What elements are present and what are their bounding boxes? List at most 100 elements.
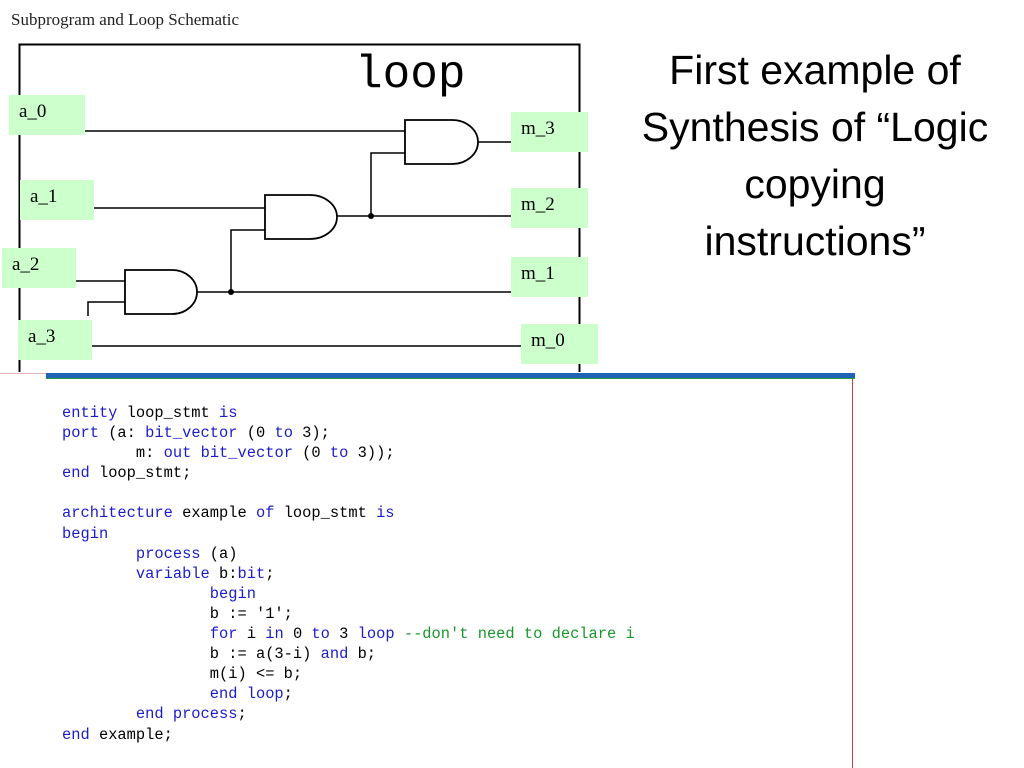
code-keyword: of — [255, 504, 275, 523]
code-text — [62, 625, 210, 643]
code-text: 3); — [292, 424, 330, 443]
code-text: loop_stmt — [274, 504, 377, 523]
code-text: 3 — [329, 625, 358, 644]
code-line: begin — [62, 585, 256, 603]
code-keyword: end — [62, 725, 90, 744]
code-text: example — [172, 504, 256, 523]
code-panel-accent-bar — [46, 373, 855, 379]
code-keyword: in — [265, 625, 284, 644]
code-text — [395, 625, 404, 643]
code-keyword: and — [320, 645, 349, 664]
code-line: end loop; — [62, 685, 293, 703]
input-label-a3: a_3 — [18, 320, 92, 360]
code-text: b: — [209, 564, 238, 583]
code-keyword: begin — [62, 524, 109, 543]
code-keyword: loop — [357, 625, 395, 644]
code-keyword: to — [329, 444, 349, 463]
code-keyword: out — [163, 444, 192, 463]
output-label-m1: m_1 — [511, 257, 588, 297]
code-keyword: port — [62, 424, 99, 443]
code-text — [62, 705, 136, 723]
code-line: process (a) — [62, 545, 238, 563]
title-line: instructions” — [704, 218, 926, 264]
code-keyword: entity — [62, 404, 118, 422]
code-line: port (a: bit_vector (0 to 3); — [62, 424, 330, 442]
code-text — [191, 444, 200, 462]
code-text: (a: — [98, 424, 146, 443]
code-text: i — [237, 625, 266, 644]
code-line: end process; — [62, 705, 247, 723]
code-keyword: variable — [135, 564, 210, 583]
code-keyword: bit_vector — [145, 424, 238, 443]
code-keyword: architecture — [62, 504, 173, 523]
wire-b2-feed — [370, 152, 405, 216]
junction-dot — [228, 289, 234, 295]
title-line: copying — [744, 161, 886, 207]
output-label-m3: m_3 — [511, 112, 588, 152]
code-text: loop_stmt; — [89, 464, 192, 483]
output-label-m0: m_0 — [521, 324, 598, 364]
code-text — [62, 685, 210, 703]
code-keyword: bit_vector — [200, 444, 293, 463]
vhdl-code-block: entity loop_stmt is port (a: bit_vector … — [62, 403, 635, 745]
code-keyword: end loop — [209, 685, 284, 704]
and-gate — [264, 194, 338, 240]
input-label-a2: a_2 — [2, 248, 76, 288]
code-text — [62, 565, 136, 583]
code-text: 3)); — [348, 444, 395, 463]
slide-title: First example of Synthesis of “Logic cop… — [608, 42, 1022, 270]
code-text: (a) — [200, 544, 238, 563]
code-keyword: to — [274, 424, 293, 443]
code-line: m: out bit_vector (0 to 3)); — [62, 444, 395, 462]
wire-b1-feed — [230, 229, 265, 292]
code-line: m(i) <= b; — [62, 665, 302, 683]
code-keyword: to — [311, 625, 330, 644]
code-text — [62, 545, 136, 563]
code-line: end loop_stmt; — [62, 464, 191, 482]
code-line: b := '1'; — [62, 605, 293, 623]
code-line: b := a(3-i) and b; — [62, 645, 376, 663]
code-line: entity loop_stmt is — [62, 404, 238, 422]
and-gate — [124, 269, 198, 315]
code-keyword: bit — [237, 564, 266, 583]
output-label-m2: m_2 — [511, 188, 588, 228]
code-text: example; — [89, 725, 173, 744]
code-comment: --don't need to declare i — [403, 625, 635, 644]
wire-a3-feed — [87, 301, 125, 316]
and-gate — [404, 119, 479, 165]
code-text — [62, 585, 210, 603]
code-text: ; — [237, 705, 247, 724]
code-keyword: end process — [135, 705, 238, 724]
code-keyword: is — [376, 504, 395, 523]
input-label-a0: a_0 — [9, 95, 85, 135]
code-text: b := '1'; — [62, 604, 293, 623]
title-line: Synthesis of “Logic — [641, 104, 989, 150]
code-line: architecture example of loop_stmt is — [62, 504, 395, 522]
code-text: m: — [62, 444, 164, 463]
code-line: for i in 0 to 3 loop --don't need to dec… — [62, 625, 635, 643]
code-text: ; — [283, 685, 293, 704]
junction-dot — [368, 213, 374, 219]
schematic-caption: Subprogram and Loop Schematic — [11, 10, 240, 29]
loop-schematic-diagram: loop — [18, 43, 581, 372]
code-text: 0 — [283, 625, 312, 644]
input-label-a1: a_1 — [20, 180, 94, 220]
code-text: b := a(3-i) — [62, 645, 321, 664]
code-keyword: end — [62, 464, 90, 483]
code-keyword: begin — [209, 584, 256, 603]
code-keyword: process — [135, 544, 201, 563]
code-line: end example; — [62, 726, 173, 744]
code-keyword: is — [219, 404, 238, 422]
code-text: (0 — [292, 444, 330, 463]
loop-box-label: loop — [355, 49, 465, 101]
code-keyword: for — [209, 625, 238, 644]
code-text: m(i) <= b; — [62, 665, 303, 684]
code-text: (0 — [237, 424, 275, 443]
code-text: loop_stmt — [117, 404, 220, 422]
wires — [30, 130, 535, 347]
code-text: ; — [265, 564, 275, 583]
code-text: b; — [348, 645, 377, 664]
code-line: begin — [62, 525, 108, 543]
title-line: First example of — [669, 47, 961, 93]
code-line: variable b:bit; — [62, 564, 275, 583]
